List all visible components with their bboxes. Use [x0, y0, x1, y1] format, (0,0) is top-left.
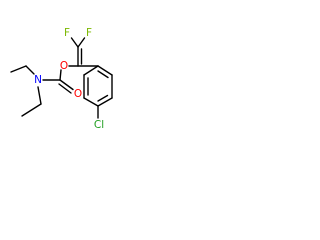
bond-layer	[10, 37, 113, 119]
bond-o-carbonyl-c	[59, 69, 62, 81]
bond-n-ethyl2-ch2	[37, 86, 42, 105]
atom-label-cl: Cl	[94, 119, 104, 131]
bond-ethyl1-ch2-ch3	[10, 65, 27, 73]
bond-f-left-c	[70, 37, 79, 48]
bond-f-right-c	[77, 37, 86, 48]
ring-bond-4	[83, 97, 99, 107]
ring-bond-1	[97, 65, 113, 76]
atom-label-f-right: F	[86, 27, 92, 39]
bond-c-o-double-b	[58, 83, 72, 94]
atom-label-layer: F F O O N Cl	[34, 27, 104, 131]
atom-label-n: N	[34, 74, 42, 86]
ring-bond-6	[83, 65, 99, 76]
molecule-structure: F F O O N Cl	[10, 27, 113, 131]
ring-inner-bond-b	[97, 94, 109, 102]
ring-bond-3	[97, 97, 113, 107]
bond-c-o-double-a	[59, 79, 74, 91]
ring-inner-bond-a	[97, 70, 109, 79]
atom-label-o-ester: O	[60, 60, 68, 72]
bond-n-ethyl1-ch2	[25, 65, 35, 75]
atom-label-o-carbonyl: O	[74, 88, 82, 100]
atom-label-f-left: F	[64, 27, 70, 39]
bond-ethyl2-ch2-ch3	[21, 103, 42, 117]
